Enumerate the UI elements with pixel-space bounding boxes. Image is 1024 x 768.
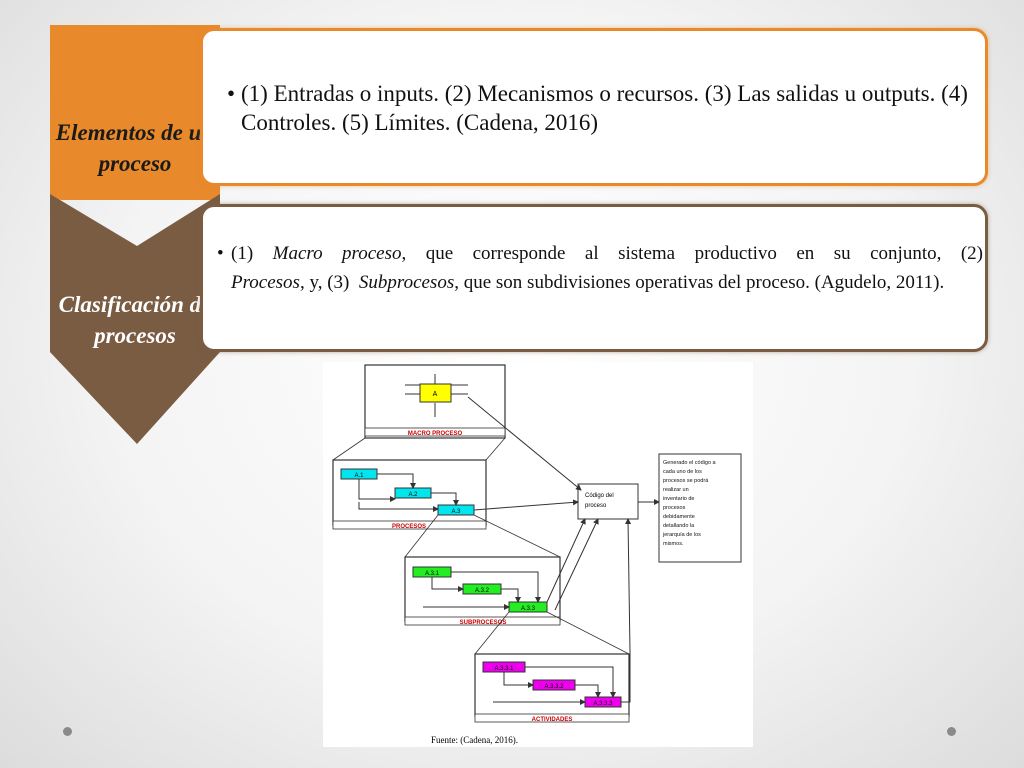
actividad-box-a333-label: A.3.3.3: [593, 701, 613, 707]
diagram-source: Fuente: (Cadena, 2016).: [431, 735, 518, 745]
svg-text:procesos: procesos: [663, 505, 686, 511]
subprocesos-title: SUBPROCESOS: [460, 620, 507, 626]
chevron-clasificacion-shape: [50, 194, 220, 444]
note-box: [658, 453, 742, 563]
code-box-line2: proceso: [585, 503, 607, 509]
svg-text:debidamente: debidamente: [663, 514, 695, 520]
nav-dot-right-icon: [947, 727, 956, 736]
actividades-level: ACTIVIDADES A.3.3.1 A.3.3.2 A.3.3.3: [474, 653, 630, 723]
chevron-elementos: [0, 25, 238, 200]
classification-part2: , que corresponde al sistema productivo …: [401, 243, 984, 264]
classification-italic-subprocesos: Subprocesos: [358, 272, 455, 293]
classification-part4: , que son subdivisiones operativas del p…: [454, 272, 945, 293]
code-arrows: [467, 396, 632, 703]
subproceso-box-a31-label: A.3.1: [425, 571, 440, 577]
actividades-title: ACTIVIDADES: [532, 717, 573, 723]
macro-level: MACRO PROCESO A: [364, 364, 506, 439]
note-text: Generado el código a cada uno de los pro…: [662, 460, 717, 547]
svg-text:realizar un: realizar un: [663, 487, 689, 493]
bullet-icon: •: [227, 81, 236, 106]
chevron-elementos-label: Elementos de un proceso: [55, 120, 215, 176]
macro-box-a: [419, 383, 452, 403]
actividad-box-a331-label: A.3.3.1: [494, 666, 514, 672]
classification-part3: , y, (3): [299, 272, 359, 293]
process-hierarchy-diagram: MACRO PROCESO A PROCESOS A.1 A.2 A.3: [323, 362, 753, 747]
macro-title: MACRO PROCESO: [408, 431, 463, 437]
classification-italic-macro: Macro proceso: [272, 243, 402, 264]
subproceso-box-a33-label: A.3.3: [521, 606, 536, 612]
svg-text:mismos.: mismos.: [663, 541, 684, 547]
proceso-box-a1-label: A.1: [354, 473, 364, 479]
classification-text: • (1) Macro proceso, que corresponde al …: [217, 239, 984, 297]
bullet-icon: •: [217, 243, 224, 264]
classification-part1: (1): [231, 243, 273, 264]
macro-box-a-label: A: [433, 391, 438, 398]
chevron-clasificacion-label: Clasificación de procesos: [58, 292, 212, 348]
procesos-level: PROCESOS A.1 A.2 A.3: [332, 459, 487, 530]
proceso-box-a3-label: A.3: [451, 509, 461, 515]
elements-text-content: (1) Entradas o inputs. (2) Mecanismos o …: [241, 81, 968, 135]
code-box: [577, 483, 639, 520]
svg-text:Generado el código a: Generado el código a: [663, 460, 717, 466]
svg-text:inventario de: inventario de: [663, 496, 695, 502]
chevron-clasificacion: [0, 194, 238, 446]
svg-text:jerarquía de los: jerarquía de los: [662, 532, 701, 538]
classification-card: • (1) Macro proceso, que corresponde al …: [200, 204, 988, 352]
elements-text: • (1) Entradas o inputs. (2) Mecanismos …: [227, 79, 983, 137]
actividad-box-a332-label: A.3.3.2: [544, 684, 564, 690]
elements-card: • (1) Entradas o inputs. (2) Mecanismos …: [200, 28, 988, 186]
proceso-box-a2-label: A.2: [408, 492, 418, 498]
nav-dot-left-icon: [63, 727, 72, 736]
classification-italic-procesos: Procesos: [231, 272, 300, 293]
code-box-line1: Código del: [585, 493, 614, 499]
subprocesos-level: SUBPROCESOS A.3.1 A.3.2 A.3.3: [404, 556, 561, 626]
procesos-title: PROCESOS: [392, 524, 426, 530]
connector-lines: [332, 437, 630, 655]
chevron-elementos-shape: [50, 25, 220, 200]
svg-text:detallando la: detallando la: [663, 523, 695, 529]
svg-text:cada uno de los: cada uno de los: [663, 469, 702, 475]
subproceso-box-a32-label: A.3.2: [475, 588, 490, 594]
svg-text:procesos se podrá: procesos se podrá: [663, 478, 709, 484]
